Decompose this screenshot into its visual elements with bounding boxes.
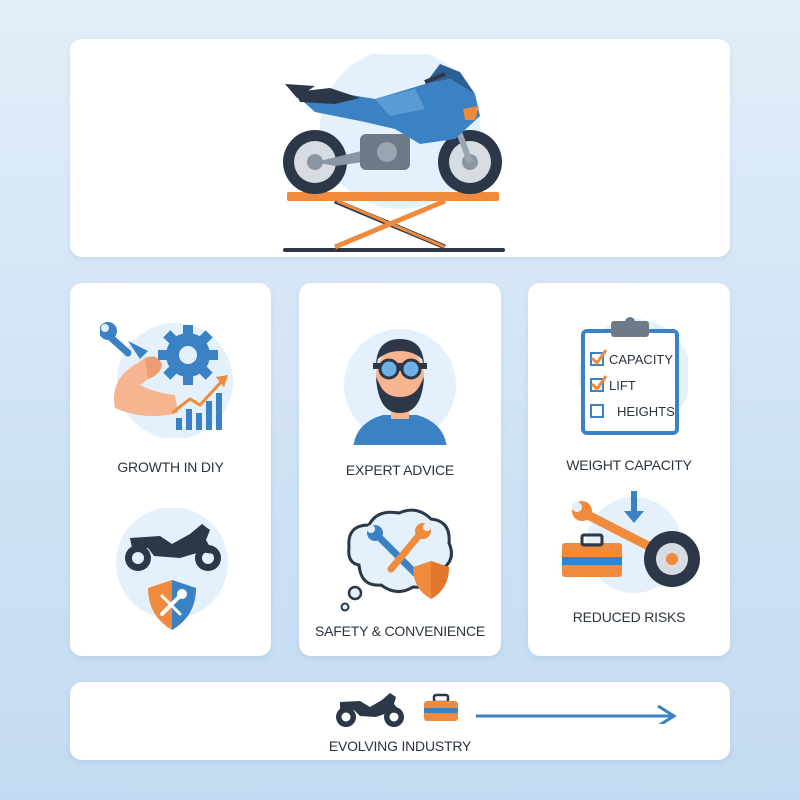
feature-label-expert-advice: EXPERT ADVICE <box>345 462 455 478</box>
mechanic-avatar-icon <box>344 329 456 445</box>
checklist-item-lift: LIFT <box>609 378 636 393</box>
feature-card-diy: GROWTH IN DIY <box>70 283 271 656</box>
thought-bubble-tools-icon <box>340 508 453 612</box>
checklist-item-capacity: CAPACITY <box>609 352 673 367</box>
footer-card: EVOLVING INDUSTRY <box>70 682 730 760</box>
motorcycle-shield-icon <box>116 508 228 630</box>
toolbox-icon <box>424 693 458 721</box>
hero-card <box>70 39 730 257</box>
feature-label-safety-convenience: SAFETY & CONVENIENCE <box>314 623 485 639</box>
diy-growth-icon <box>100 322 233 438</box>
motorcycle-icon <box>336 693 404 727</box>
arrow-right-icon <box>476 704 677 724</box>
feature-label-weight-capacity: WEIGHT CAPACITY <box>566 457 692 473</box>
checklist-clipboard-icon: CAPACITY LIFT HEIGHTS <box>579 317 688 435</box>
toolbox-wrench-wheel-icon <box>562 491 700 593</box>
feature-label-growth-in-diy: GROWTH IN DIY <box>117 459 224 475</box>
feature-label-reduced-risks: REDUCED RISKS <box>572 609 686 625</box>
checklist-item-heights: HEIGHTS <box>617 404 675 419</box>
footer-label-evolving-industry: EVOLVING INDUSTRY <box>328 738 472 754</box>
feature-card-capacity: CAPACITY LIFT HEIGHTS WEIGHT CAPACITY RE… <box>528 283 730 656</box>
sport-motorcycle-on-lift-icon <box>283 54 505 252</box>
feature-card-expert: EXPERT ADVICE SAFETY & CONVENIENCE <box>299 283 501 656</box>
